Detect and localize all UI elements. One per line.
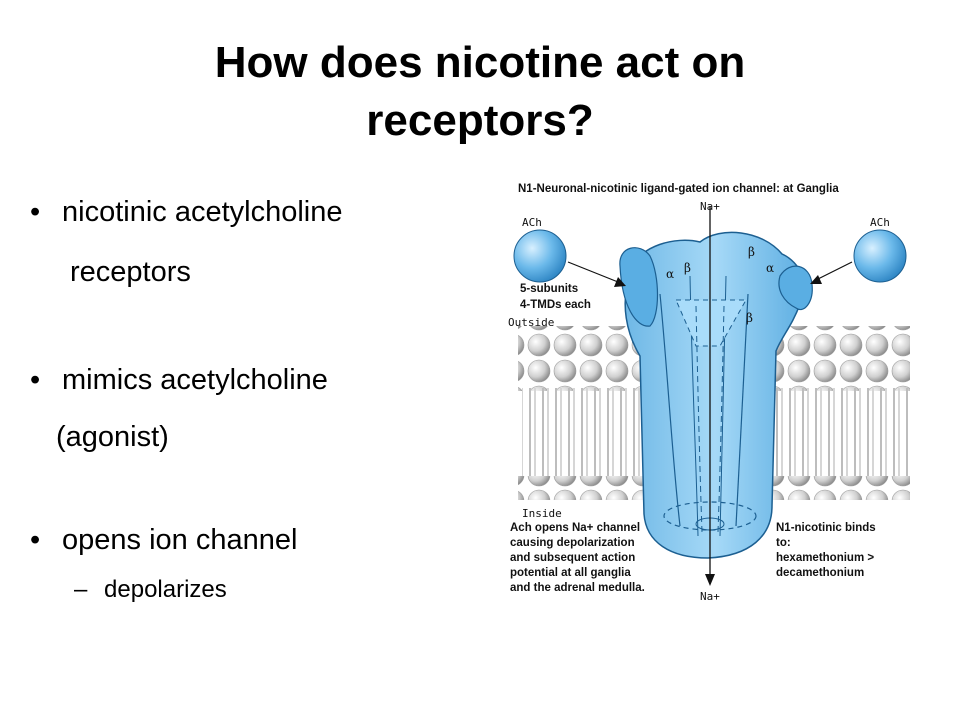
bullet-dot: • bbox=[30, 196, 41, 228]
beta-label-2: β bbox=[748, 245, 755, 259]
beta-label-3: β bbox=[746, 311, 753, 325]
bullet-dot: • bbox=[30, 524, 41, 556]
left-note-line: and subsequent action bbox=[510, 552, 635, 564]
outside-label: Outside bbox=[508, 316, 554, 329]
left-note: Ach opens Na+ channel causing depolariza… bbox=[510, 522, 645, 594]
right-note-line: decamethonium bbox=[776, 567, 864, 579]
alpha-label-right: α bbox=[766, 261, 774, 275]
dash-glyph: – bbox=[74, 576, 88, 603]
na-top-label: Na+ bbox=[700, 200, 720, 213]
right-note: N1-nicotinic binds to: hexamethonium > d… bbox=[776, 522, 876, 579]
ach-right bbox=[810, 229, 907, 284]
figure-heading: N1-Neuronal-nicotinic ligand-gated ion c… bbox=[518, 183, 839, 195]
ach-arrow-left bbox=[567, 261, 619, 283]
alpha-subunit-left bbox=[619, 247, 659, 327]
bullet-text: mimics acetylcholine bbox=[62, 364, 328, 396]
beta-label-1: β bbox=[684, 261, 691, 275]
bullet-continuation: receptors bbox=[70, 256, 191, 288]
bullet-text: opens ion channel bbox=[62, 524, 298, 556]
receptor-figure: N1-Neuronal-nicotinic ligand-gated ion c… bbox=[500, 176, 920, 612]
receptor-diagram: N1-Neuronal-nicotinic ligand-gated ion c… bbox=[508, 183, 910, 603]
subunits-label-1: 5-subunits bbox=[520, 283, 578, 295]
ion-arrow-head bbox=[705, 574, 715, 586]
alpha-label-left: α bbox=[666, 267, 674, 281]
right-note-line: hexamethonium > bbox=[776, 552, 874, 564]
ach-molecule-left bbox=[513, 229, 567, 283]
sub-bullet-depolarizes: – depolarizes bbox=[74, 576, 227, 604]
subunits-label-2: 4-TMDs each bbox=[520, 299, 591, 311]
right-note-line: to: bbox=[776, 537, 791, 549]
ach-left bbox=[513, 229, 626, 287]
sub-bullet-text: depolarizes bbox=[104, 576, 227, 603]
left-note-line: Ach opens Na+ channel bbox=[510, 522, 640, 534]
inside-label: Inside bbox=[522, 507, 562, 520]
na-bottom-label: Na+ bbox=[700, 590, 720, 603]
bullet-text: nicotinic acetylcholine bbox=[62, 196, 343, 228]
left-note-line: causing depolarization bbox=[510, 537, 635, 549]
alpha-subunit-right bbox=[778, 265, 813, 311]
right-note-line: N1-nicotinic binds bbox=[776, 522, 876, 534]
ach-molecule-right bbox=[853, 229, 907, 283]
bullet-dot: • bbox=[30, 364, 41, 396]
receptor-channel bbox=[619, 231, 813, 559]
left-note-line: potential at all ganglia bbox=[510, 567, 631, 579]
bullet-continuation: (agonist) bbox=[56, 421, 169, 453]
ach-left-label: ACh bbox=[522, 216, 542, 229]
ach-arrow-right bbox=[815, 261, 853, 281]
slide-title: How does nicotine act on receptors? bbox=[0, 34, 960, 150]
left-note-line: and the adrenal medulla. bbox=[510, 582, 645, 594]
ach-right-label: ACh bbox=[870, 216, 890, 229]
title-line-1: How does nicotine act on bbox=[214, 38, 746, 87]
title-line-2: receptors? bbox=[366, 96, 594, 145]
